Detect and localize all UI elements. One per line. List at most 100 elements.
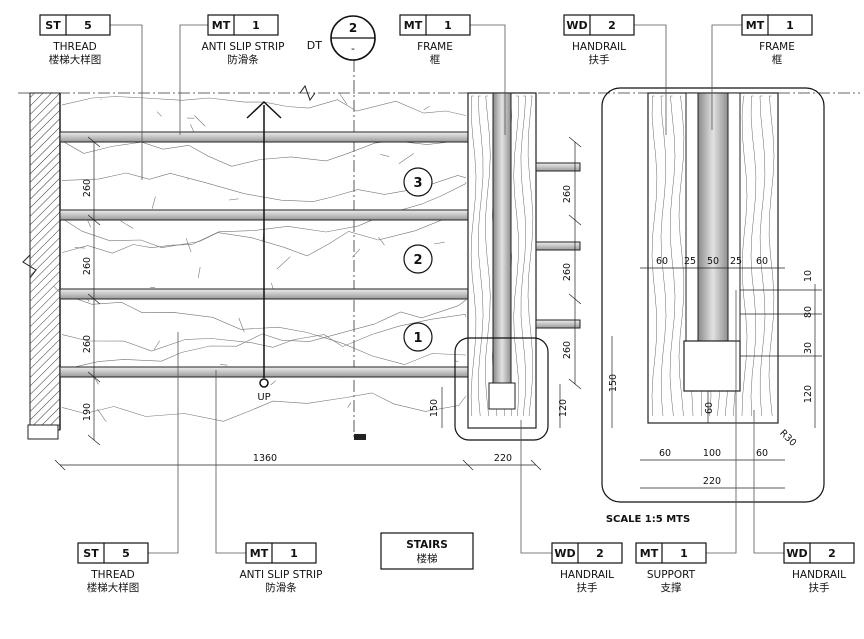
svg-text:R30: R30 bbox=[777, 428, 798, 449]
svg-text:30: 30 bbox=[803, 342, 814, 354]
svg-text:260: 260 bbox=[562, 263, 573, 281]
svg-text:25: 25 bbox=[730, 256, 742, 267]
svg-text:260: 260 bbox=[82, 257, 93, 275]
svg-text:80: 80 bbox=[803, 306, 814, 318]
scale-label: SCALE 1:5 MTS bbox=[606, 514, 690, 525]
callout-thread-top: ST 5 THREAD 楼梯大样图 bbox=[39, 14, 111, 66]
up-label: UP bbox=[257, 392, 270, 403]
svg-text:HANDRAIL: HANDRAIL bbox=[560, 569, 614, 581]
svg-text:60: 60 bbox=[656, 256, 668, 267]
svg-text:ST: ST bbox=[45, 19, 61, 32]
svg-text:THREAD: THREAD bbox=[90, 569, 135, 581]
callout-thread-bottom: ST 5 THREAD 楼梯大样图 bbox=[77, 542, 149, 594]
callout-handrail-bottom-right: WD 2 HANDRAIL 扶手 bbox=[783, 542, 855, 594]
svg-text:扶手: 扶手 bbox=[577, 581, 598, 594]
svg-text:WD: WD bbox=[786, 547, 807, 560]
handrail-plan bbox=[467, 92, 537, 429]
plan-dimension-labels: 260 260 260 190 1360 220 260 260 260 150… bbox=[82, 179, 573, 464]
svg-text:2: 2 bbox=[828, 547, 836, 560]
callout-support-bottom: MT 1 SUPPORT 支撑 bbox=[635, 542, 707, 594]
svg-text:120: 120 bbox=[558, 399, 569, 417]
svg-text:-: - bbox=[351, 42, 355, 55]
svg-text:50: 50 bbox=[707, 256, 719, 267]
svg-text:框: 框 bbox=[772, 53, 783, 66]
section-marker: 2 - DT bbox=[307, 15, 376, 61]
svg-text:10: 10 bbox=[803, 270, 814, 282]
svg-text:HANDRAIL: HANDRAIL bbox=[792, 569, 846, 581]
detail-dimensions bbox=[611, 267, 822, 489]
svg-text:ST: ST bbox=[83, 547, 99, 560]
callouts-top: ST 5 THREAD 楼梯大样图 MT 1 ANTI SLIP STRIP 防… bbox=[39, 14, 813, 66]
svg-text:楼梯: 楼梯 bbox=[417, 552, 438, 565]
callout-anti-slip-bottom: MT 1 ANTI SLIP STRIP 防滑条 bbox=[240, 542, 323, 594]
svg-text:260: 260 bbox=[82, 335, 93, 353]
svg-text:防滑条: 防滑条 bbox=[227, 53, 259, 66]
drawing-title: STAIRS 楼梯 bbox=[380, 532, 474, 570]
svg-text:ANTI SLIP STRIP: ANTI SLIP STRIP bbox=[202, 41, 285, 53]
plan-dimensions bbox=[54, 136, 582, 471]
svg-text:1: 1 bbox=[680, 547, 688, 560]
detail-enlarge-outline bbox=[454, 337, 549, 441]
svg-text:3: 3 bbox=[413, 176, 422, 191]
svg-text:SUPPORT: SUPPORT bbox=[647, 569, 696, 581]
svg-text:ANTI SLIP STRIP: ANTI SLIP STRIP bbox=[240, 569, 323, 581]
svg-text:支撑: 支撑 bbox=[661, 581, 682, 594]
svg-text:1: 1 bbox=[252, 19, 260, 32]
svg-text:260: 260 bbox=[562, 185, 573, 203]
svg-text:1: 1 bbox=[413, 331, 422, 346]
svg-text:1: 1 bbox=[786, 19, 794, 32]
svg-text:190: 190 bbox=[82, 403, 93, 421]
svg-text:60: 60 bbox=[704, 402, 715, 414]
svg-text:框: 框 bbox=[430, 53, 441, 66]
detail-frame bbox=[601, 87, 825, 503]
svg-text:60: 60 bbox=[756, 256, 768, 267]
svg-text:MT: MT bbox=[212, 19, 231, 32]
svg-text:WD: WD bbox=[554, 547, 575, 560]
svg-text:2: 2 bbox=[349, 21, 357, 35]
svg-text:FRAME: FRAME bbox=[759, 41, 795, 53]
svg-text:THREAD: THREAD bbox=[52, 41, 97, 53]
up-arrow bbox=[246, 100, 282, 388]
svg-text:2: 2 bbox=[413, 253, 422, 268]
svg-text:MT: MT bbox=[250, 547, 269, 560]
svg-text:STAIRS: STAIRS bbox=[406, 539, 448, 551]
svg-text:260: 260 bbox=[82, 179, 93, 197]
svg-text:HANDRAIL: HANDRAIL bbox=[572, 41, 626, 53]
svg-text:25: 25 bbox=[684, 256, 696, 267]
svg-text:1360: 1360 bbox=[253, 453, 277, 464]
wall-hatch bbox=[29, 92, 61, 431]
callout-handrail-top: WD 2 HANDRAIL 扶手 bbox=[563, 14, 635, 66]
svg-text:60: 60 bbox=[756, 448, 768, 459]
svg-text:FRAME: FRAME bbox=[417, 41, 453, 53]
callout-handrail-bottom: WD 2 HANDRAIL 扶手 bbox=[551, 542, 623, 594]
svg-text:100: 100 bbox=[703, 448, 721, 459]
svg-text:楼梯大样图: 楼梯大样图 bbox=[49, 53, 102, 66]
svg-text:5: 5 bbox=[84, 19, 92, 32]
svg-text:扶手: 扶手 bbox=[809, 581, 830, 594]
callout-anti-slip-top: MT 1 ANTI SLIP STRIP 防滑条 bbox=[202, 14, 285, 66]
step-markers: 3 2 1 bbox=[403, 167, 433, 352]
svg-text:扶手: 扶手 bbox=[589, 53, 610, 66]
svg-text:150: 150 bbox=[429, 399, 440, 417]
rail-brackets bbox=[535, 162, 581, 329]
callout-frame-top: MT 1 FRAME 框 bbox=[399, 14, 471, 66]
svg-text:2: 2 bbox=[596, 547, 604, 560]
svg-text:5: 5 bbox=[122, 547, 130, 560]
svg-text:MT: MT bbox=[640, 547, 659, 560]
svg-text:1: 1 bbox=[444, 19, 452, 32]
svg-text:防滑条: 防滑条 bbox=[265, 581, 297, 594]
svg-text:1: 1 bbox=[290, 547, 298, 560]
svg-text:MT: MT bbox=[404, 19, 423, 32]
svg-text:220: 220 bbox=[703, 476, 721, 487]
svg-text:120: 120 bbox=[803, 385, 814, 403]
handrail-detail bbox=[647, 92, 779, 424]
svg-text:2: 2 bbox=[608, 19, 616, 32]
svg-text:WD: WD bbox=[566, 19, 587, 32]
svg-text:260: 260 bbox=[562, 341, 573, 359]
svg-text:DT: DT bbox=[307, 39, 322, 52]
callout-frame-top-right: MT 1 FRAME 框 bbox=[741, 14, 813, 66]
svg-text:220: 220 bbox=[494, 453, 512, 464]
svg-text:楼梯大样图: 楼梯大样图 bbox=[87, 581, 140, 594]
svg-text:60: 60 bbox=[659, 448, 671, 459]
